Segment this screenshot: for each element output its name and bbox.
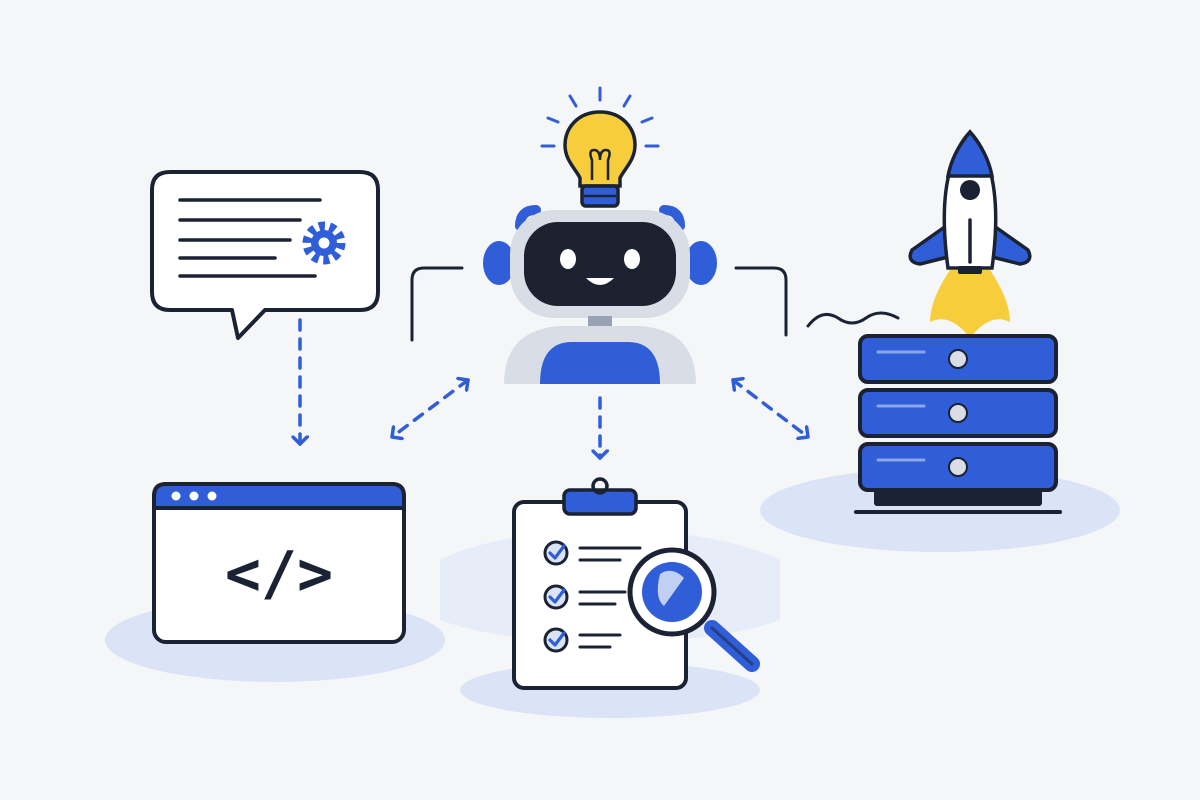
magnifier-icon bbox=[627, 547, 760, 672]
rocket-fin-left bbox=[908, 224, 954, 266]
robot-neck bbox=[588, 316, 612, 326]
flow-arrows bbox=[300, 318, 810, 460]
robot-eye-right bbox=[624, 249, 640, 269]
server-unit bbox=[858, 334, 1058, 384]
rocket-flame bbox=[930, 270, 1010, 338]
lightbulb-icon bbox=[540, 86, 660, 208]
connector-right-bracket bbox=[734, 266, 788, 337]
chat-text-lines bbox=[178, 198, 322, 278]
robot-eye-left bbox=[560, 249, 576, 269]
check-circle-icon bbox=[543, 584, 569, 610]
robot-smile bbox=[586, 278, 614, 285]
gear-icon bbox=[302, 221, 346, 265]
robot-head-top-right bbox=[659, 205, 685, 231]
arrow-robot-server-double bbox=[731, 380, 810, 437]
server-led bbox=[948, 403, 968, 423]
robot-chest bbox=[540, 342, 660, 384]
server-led bbox=[948, 349, 968, 369]
check-circle-icon bbox=[543, 627, 569, 653]
server-base bbox=[874, 490, 1042, 506]
robot-head-top-left bbox=[515, 205, 541, 231]
code-window-node: </> bbox=[152, 482, 406, 644]
bulb-glass bbox=[563, 110, 637, 188]
rocket-window bbox=[960, 180, 980, 200]
light-rays bbox=[540, 86, 660, 148]
connector-wave bbox=[806, 311, 900, 328]
server-unit bbox=[858, 388, 1058, 438]
clipboard-clip bbox=[562, 488, 638, 516]
connector-left-bracket bbox=[410, 266, 464, 342]
rocket-fin-right bbox=[986, 224, 1032, 266]
bulb-filament bbox=[589, 148, 611, 180]
rocket-icon bbox=[908, 129, 1032, 338]
check-circle-icon bbox=[543, 540, 569, 566]
checklist bbox=[543, 540, 642, 653]
robot-face bbox=[524, 222, 676, 306]
arrow-robot-code-double bbox=[390, 380, 470, 437]
code-symbol: </> bbox=[225, 539, 333, 609]
robot-ear-right bbox=[685, 241, 717, 285]
window-dots bbox=[171, 491, 217, 501]
checklist-lines bbox=[578, 546, 642, 649]
robot-ear-left bbox=[483, 241, 515, 285]
robot-icon bbox=[483, 205, 717, 384]
chat-bubble-outline bbox=[150, 170, 380, 340]
server-led bbox=[948, 457, 968, 477]
server-unit bbox=[858, 442, 1058, 492]
clipboard-clip-ring bbox=[591, 477, 609, 495]
rocket-nozzle bbox=[958, 266, 982, 274]
magnifier-shine bbox=[657, 570, 684, 606]
chat-bubble-node bbox=[150, 170, 380, 340]
server-stack-node bbox=[854, 334, 1062, 514]
code-window-titlebar bbox=[152, 482, 406, 510]
rocket-nose bbox=[945, 129, 995, 178]
connector-lines bbox=[410, 266, 900, 342]
